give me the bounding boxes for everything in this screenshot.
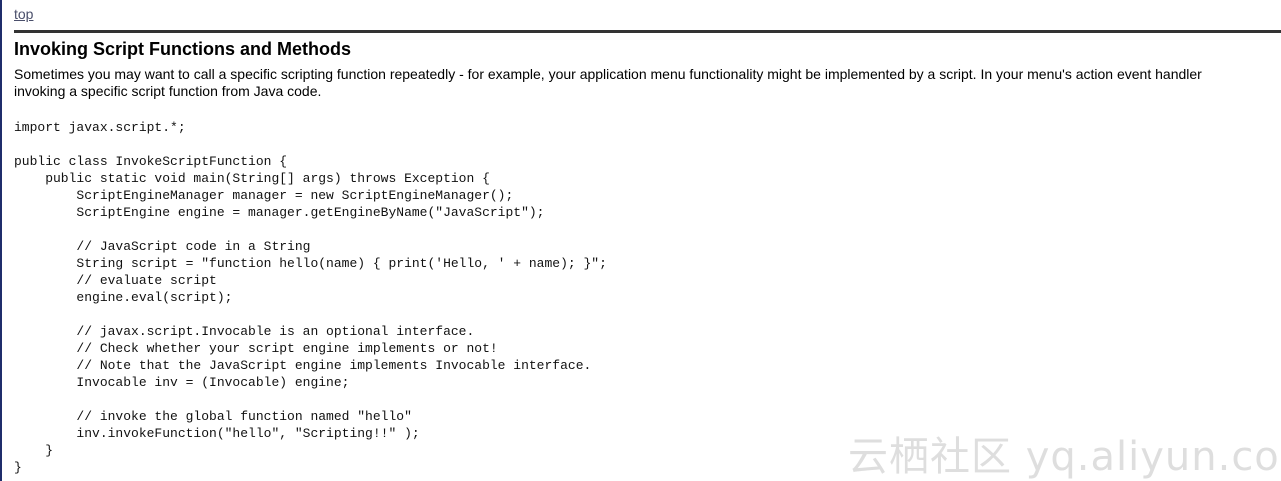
code-line: }	[14, 460, 22, 475]
watermark: 云栖社区 yq.aliyun.com	[848, 434, 1281, 480]
code-line: // Check whether your script engine impl…	[14, 341, 498, 356]
code-line	[14, 221, 607, 238]
code-line: engine.eval(script);	[14, 290, 233, 305]
code-line: import javax.script.*;	[14, 120, 186, 135]
code-line: // invoke the global function named "hel…	[14, 409, 412, 424]
code-line: String script = "function hello(name) { …	[14, 256, 607, 271]
code-line: }	[14, 443, 54, 458]
code-line	[14, 136, 607, 153]
code-line: ScriptEngine engine = manager.getEngineB…	[14, 205, 545, 220]
code-line: ScriptEngineManager manager = new Script…	[14, 188, 514, 203]
intro-line: invoking a specific script function from…	[14, 83, 322, 99]
code-line: // JavaScript code in a String	[14, 239, 311, 254]
code-line: Invocable inv = (Invocable) engine;	[14, 375, 350, 390]
code-line: // evaluate script	[14, 273, 217, 288]
code-block: import javax.script.*; public class Invok…	[14, 119, 607, 476]
intro-paragraph: Sometimes you may want to call a specifi…	[14, 66, 1281, 100]
code-line: // javax.script.Invocable is an optional…	[14, 324, 475, 339]
code-line	[14, 391, 607, 408]
code-line	[14, 306, 607, 323]
section-heading: Invoking Script Functions and Methods	[14, 39, 352, 59]
section-divider	[14, 30, 1281, 33]
top-link[interactable]: top	[14, 6, 34, 22]
intro-line: Sometimes you may want to call a specifi…	[14, 66, 1202, 82]
code-line: public class InvokeScriptFunction {	[14, 154, 288, 169]
code-line: public static void main(String[] args) t…	[14, 171, 490, 186]
code-line: inv.invokeFunction("hello", "Scripting!!…	[14, 426, 420, 441]
code-line: // Note that the JavaScript engine imple…	[14, 358, 592, 373]
